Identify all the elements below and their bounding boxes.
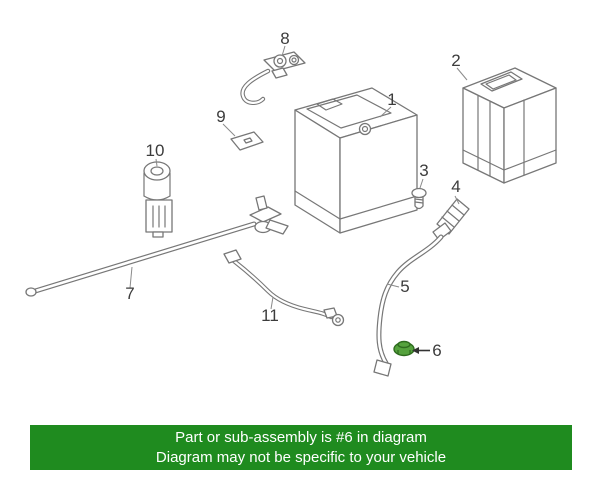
callout-10-label: 10 (146, 141, 165, 160)
info-banner: Part or sub-assembly is #6 in diagram Di… (30, 425, 572, 470)
battery-sensor-drawing (143, 161, 173, 238)
callout-5-label: 5 (400, 277, 409, 296)
banner-line-1: Part or sub-assembly is #6 in diagram (175, 428, 427, 446)
callout-2-label: 2 (451, 51, 460, 70)
terminal-bracket-drawing (240, 51, 306, 105)
callout-3-label: 3 (419, 161, 428, 180)
callout-1-label: 1 (387, 90, 396, 109)
callout-7-label: 7 (125, 284, 134, 303)
screw-drawing (411, 187, 427, 210)
vent-hose-drawing (373, 234, 444, 377)
callout-leader-lines (129, 45, 468, 310)
callout-9-label: 9 (216, 107, 225, 126)
mounting-plate-drawing (230, 131, 264, 151)
callout-8-label: 8 (280, 29, 289, 48)
main-battery-drawing (294, 87, 418, 234)
negative-cable-drawing (25, 195, 289, 297)
callout-11-label: 11 (261, 306, 279, 325)
hose-elbow-drawing (432, 198, 470, 241)
callout-6-label: 6 (432, 341, 441, 360)
banner-line-2: Diagram may not be specific to your vehi… (155, 448, 447, 466)
callout-4-label: 4 (451, 177, 460, 196)
grommet-highlighted-drawing (393, 340, 415, 357)
arrow-to-part-6-icon (412, 347, 430, 354)
aux-battery-drawing (462, 67, 557, 184)
ground-wire-drawing (223, 249, 345, 327)
grommet-cap (397, 340, 411, 349)
